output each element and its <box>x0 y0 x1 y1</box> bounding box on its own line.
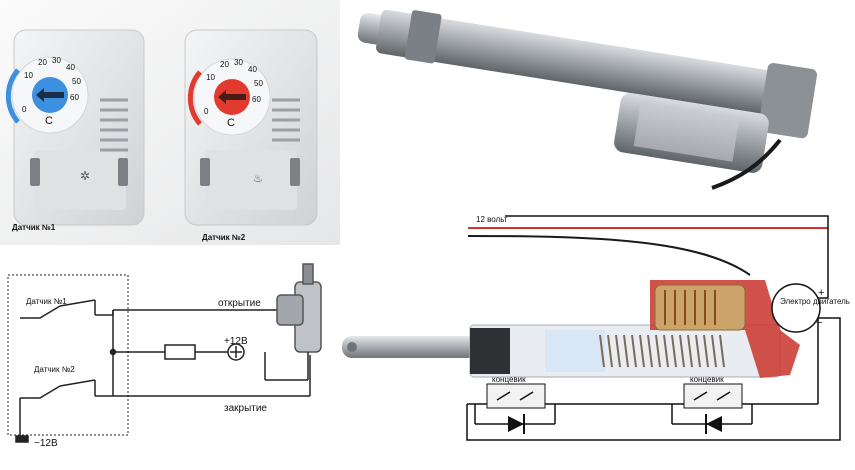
schematic-sensor1-label: Датчик №1 <box>26 297 67 306</box>
heat-icon: ♨ <box>253 173 263 185</box>
thermostat-photo: 20 30 40 50 60 10 0 C ✲ <box>0 0 340 245</box>
dial2-tick-50: 50 <box>254 79 263 88</box>
fuse-symbol <box>164 344 196 360</box>
dial2-unit: C <box>227 117 235 129</box>
schematic-plus12-label: +12В <box>224 336 248 347</box>
actuator-motor-label <box>633 102 740 162</box>
cutaway-rod <box>342 336 477 358</box>
thermostat-1: 20 30 40 50 60 10 0 C ✲ <box>5 29 145 226</box>
dial2-tick-30: 30 <box>234 58 243 67</box>
dial1-tick-60: 60 <box>70 93 79 102</box>
thermostat-2-arrow-icon <box>218 90 246 104</box>
thermostat-2: 20 30 40 50 60 10 0 C ♨ <box>184 29 318 226</box>
motor-symbol <box>771 283 821 333</box>
photo-label-sensor1: Датчик №1 <box>12 223 56 232</box>
diode-right <box>705 414 722 434</box>
limit-switch-right <box>683 383 743 409</box>
motor-label: Электро двигатель <box>780 297 850 306</box>
actuator-gear-housing <box>758 63 818 139</box>
thermostat-1-dial-arc <box>5 68 20 124</box>
dial1-tick-0: 0 <box>22 105 27 114</box>
thermostat-2-vents <box>272 98 300 142</box>
limit-left-label: концевик <box>492 375 526 384</box>
schematic-open-label: открытие <box>218 298 261 309</box>
plus-circuit <box>505 215 829 299</box>
thermostat-1-vents <box>100 98 128 152</box>
motor-plus-label: + <box>818 287 824 299</box>
cutaway-nut <box>470 328 510 374</box>
wiring-volts-label: 12 вольт <box>476 215 508 224</box>
control-schematic <box>7 263 322 443</box>
schematic-sensor2-label: Датчик №2 <box>34 365 75 374</box>
minus-circuit <box>466 317 841 441</box>
lead-screw <box>599 334 725 368</box>
dial2-tick-0: 0 <box>204 107 209 116</box>
schematic-minus12-label: −12В <box>34 438 58 449</box>
actuator-outer-tube <box>376 9 797 118</box>
dial1-tick-40: 40 <box>66 63 75 72</box>
black-wire <box>467 235 751 276</box>
dial1-tick-50: 50 <box>72 77 81 86</box>
thermostat-1-arrow-icon <box>36 88 64 102</box>
motor-armature <box>654 284 746 331</box>
limit-right-label: концевик <box>690 375 724 384</box>
sensor-box <box>7 274 129 436</box>
sensor1-switch-contact <box>20 305 61 319</box>
dial1-tick-20: 20 <box>38 58 47 67</box>
dial1-tick-30: 30 <box>52 56 61 65</box>
thermostat-1-base <box>34 150 126 210</box>
actuator-cable <box>711 138 782 190</box>
ground-terminal <box>15 435 29 443</box>
dial2-tick-10: 10 <box>206 73 215 82</box>
photo-label-sensor2: Датчик №2 <box>202 233 246 242</box>
cutaway-wiring <box>342 215 841 441</box>
sensor2-switch-contact <box>20 385 61 399</box>
thermostat-2-base <box>205 150 297 210</box>
dial2-tick-20: 20 <box>220 60 229 69</box>
snowflake-icon: ✲ <box>80 169 90 183</box>
dial1-tick-10: 10 <box>24 71 33 80</box>
motor-minus-label: − <box>816 317 822 329</box>
thermostat-2-dial-arc <box>187 70 202 126</box>
dial2-tick-40: 40 <box>248 65 257 74</box>
limit-switch-left <box>486 383 546 409</box>
dial1-unit: C <box>45 115 53 127</box>
dial2-tick-60: 60 <box>252 95 261 104</box>
diode-left <box>508 414 525 434</box>
schematic-close-label: закрытие <box>224 403 267 414</box>
actuator-photo <box>357 9 818 190</box>
